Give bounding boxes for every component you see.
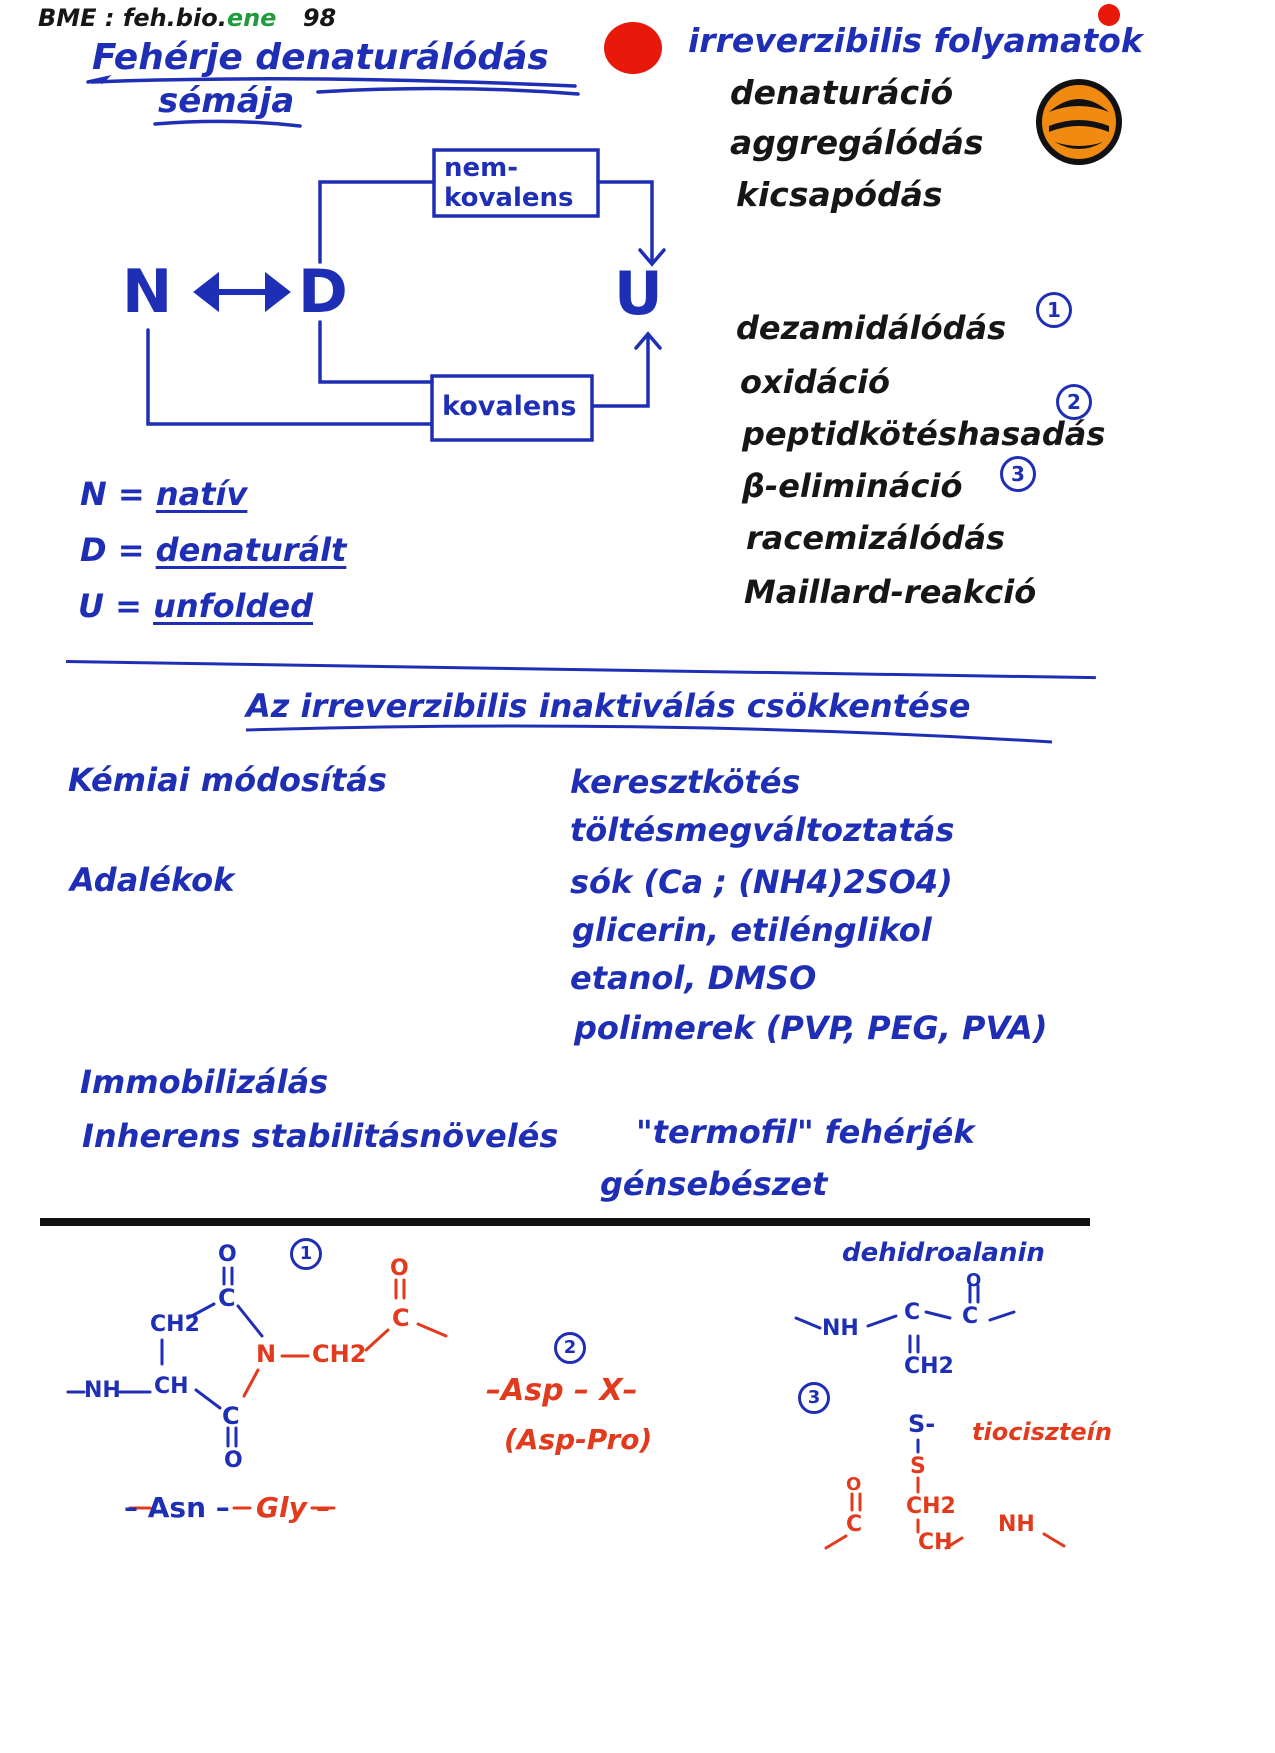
red-dot-icon (604, 22, 662, 74)
legend-eq: = (115, 587, 142, 625)
course-label-prefix: BME : feh.bio. (38, 4, 227, 32)
irreversible-item-3: kicsapódás (736, 175, 943, 214)
atom-s: S (910, 1454, 926, 1479)
atom-o: O (846, 1474, 862, 1495)
box-noncovalent-label: nem- kovalens (444, 153, 574, 213)
page-title: Fehérje denaturálódás (92, 37, 549, 78)
additives-item-1: sók (Ca ; (NH4)2SO4) (570, 863, 953, 901)
atom-ch2: CH2 (150, 1312, 200, 1337)
atom-c: C (222, 1402, 240, 1430)
additives-item-3: etanol, DMSO (570, 959, 817, 997)
double-arrow-icon (193, 271, 291, 313)
atom-o: O (224, 1448, 243, 1473)
atom-ch2: CH2 (312, 1340, 367, 1368)
atom-o: O (390, 1256, 409, 1281)
irreversible-item-1: denaturáció (730, 73, 954, 112)
marker-2: 2 (1056, 384, 1092, 420)
additives-heading: Adalékok (70, 861, 235, 899)
atom-ch: CH (154, 1374, 189, 1399)
section-divider-thick (40, 1218, 1090, 1226)
atom-n: N (256, 1340, 277, 1368)
page-subtitle: sémája (158, 81, 295, 121)
dehydroalanine-label: dehidroalanin (842, 1238, 1045, 1268)
legend-word: denaturált (155, 531, 347, 569)
box-covalent-label: kovalens (442, 391, 577, 422)
chem-item-maillard: Maillard-reakció (744, 573, 1037, 611)
irreversible-title: irreverzibilis folyamatok (688, 21, 1143, 60)
atom-s-minus: S- (908, 1410, 936, 1438)
chem-mod-item-1: keresztkötés (570, 763, 801, 801)
thiocysteine-label: tiociszteín (972, 1418, 1112, 1446)
inherent-heading: Inherens stabilitásnövelés (82, 1117, 559, 1155)
legend-word: unfolded (153, 587, 314, 625)
thermophile-item: "termofil" fehérjék (636, 1113, 975, 1151)
atom-ch2: CH2 (904, 1354, 954, 1379)
marker-2: 2 (554, 1332, 586, 1364)
asp-x: –Asp – X– (486, 1373, 638, 1408)
chem-item-beta-elimination: β-elimináció (742, 467, 963, 505)
legend-sym: D (80, 531, 107, 569)
legend-row-d: D = denaturált (80, 534, 346, 566)
atom-nh: NH (998, 1512, 1035, 1537)
chem-item-deamidation: dezamidálódás (736, 309, 1007, 347)
course-label: BME : feh.bio.ene 98 (38, 6, 336, 30)
genetic-engineering-item: génsebészet (600, 1165, 828, 1203)
atom-ch2: CH2 (906, 1494, 956, 1519)
atom-nh: NH (84, 1378, 121, 1403)
reduction-title: Az irreverzibilis inaktiválás csökkentés… (246, 687, 971, 725)
marker-3: 3 (1000, 456, 1036, 492)
legend-sym: N (80, 475, 107, 513)
atom-c: C (904, 1300, 921, 1325)
additives-item-2: glicerin, etilénglikol (572, 911, 932, 949)
legend-word: natív (155, 475, 248, 513)
asp-pro: (Asp-Pro) (504, 1423, 653, 1456)
atom-o: O (966, 1270, 982, 1291)
legend-row-n: N = natív (80, 478, 247, 510)
atom-c: C (218, 1284, 236, 1312)
atom-o: O (218, 1242, 237, 1267)
legend-eq: = (117, 531, 145, 569)
asn-gly-left: – Asn – (124, 1491, 230, 1524)
asn-gly-right: Gly – (256, 1491, 331, 1524)
course-label-year: 98 (302, 4, 337, 32)
state-d: D (298, 257, 348, 327)
chem-item-racemization: racemizálódás (746, 519, 1006, 557)
irreversible-item-2: aggregálódás (730, 123, 984, 162)
chem-item-oxidation: oxidáció (740, 363, 891, 401)
atom-c: C (392, 1304, 410, 1332)
corner-red-dot-icon (1098, 4, 1120, 26)
chem-item-peptide-hydrolysis: peptidkötéshasadás (742, 415, 1106, 453)
course-label-mark: ene (226, 4, 277, 32)
atom-nh: NH (822, 1316, 859, 1341)
legend-eq: = (117, 475, 145, 513)
atom-c: C (962, 1304, 979, 1329)
atom-c: C (846, 1512, 863, 1537)
marker-3: 3 (798, 1382, 830, 1414)
immobilization-heading: Immobilizálás (80, 1063, 329, 1101)
state-n: N (122, 257, 173, 327)
legend-sym: U (78, 587, 104, 625)
chem-mod-heading: Kémiai módosítás (68, 761, 387, 799)
chem-mod-item-2: töltésmegváltoztatás (570, 811, 955, 849)
marker-1: 1 (1036, 292, 1072, 328)
state-u: U (614, 259, 663, 329)
legend-row-u: U = unfolded (78, 590, 313, 622)
marker-1: 1 (290, 1238, 322, 1270)
additives-item-4: polimerek (PVP, PEG, PVA) (574, 1009, 1048, 1047)
atom-ch: CH (918, 1530, 953, 1555)
